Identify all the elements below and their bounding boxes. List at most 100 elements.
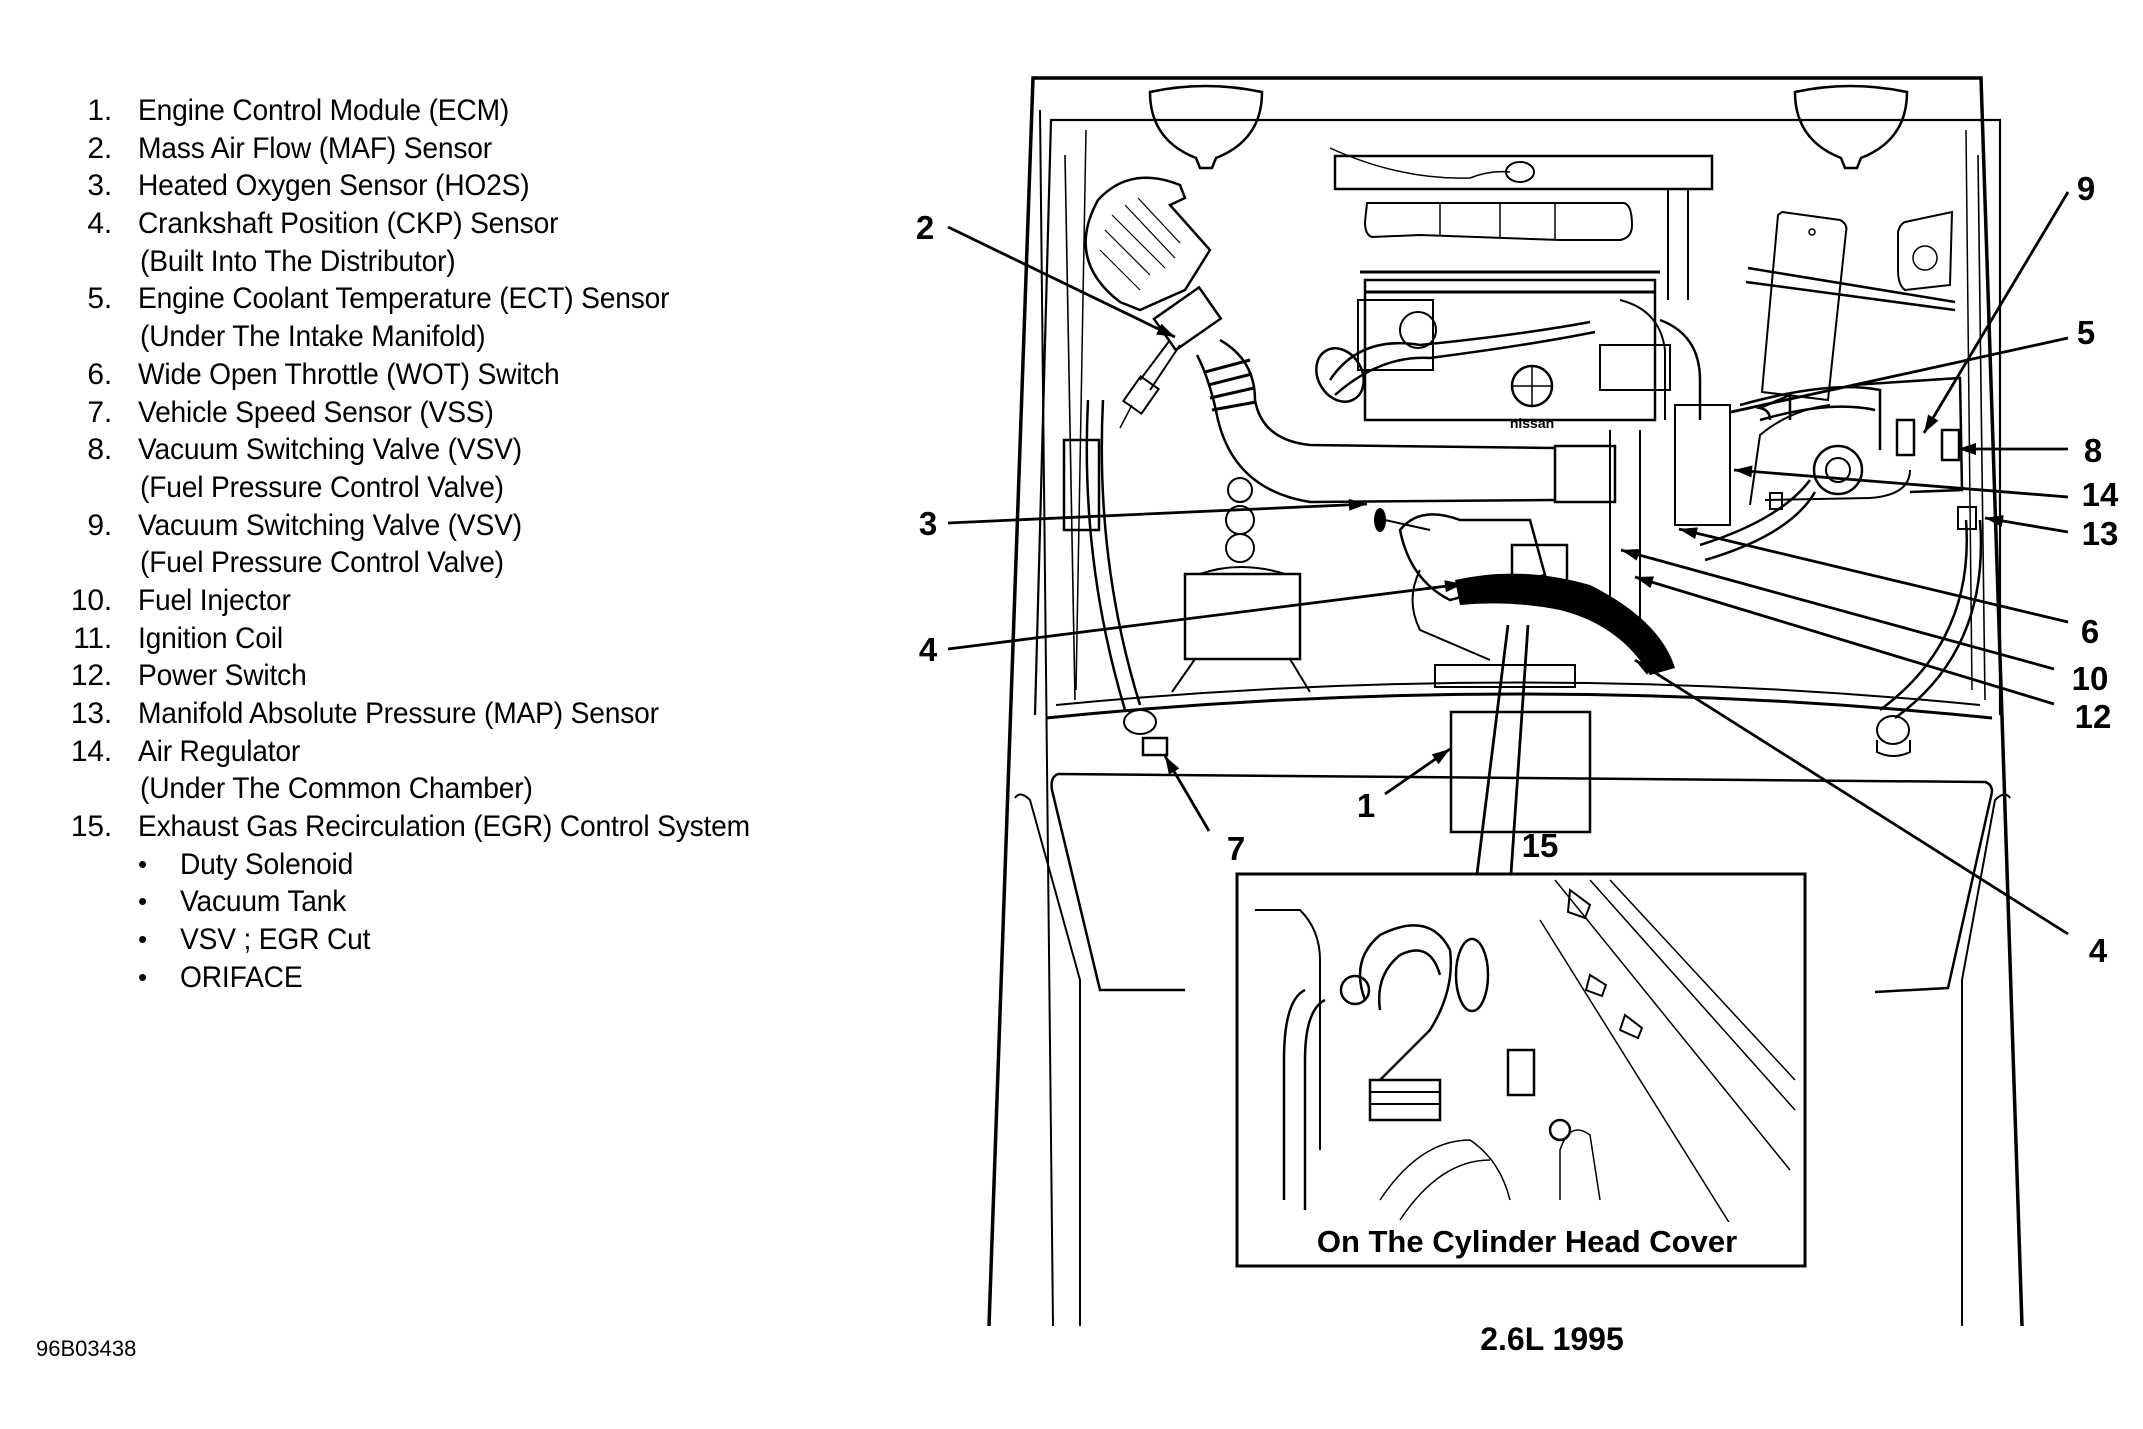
figure-code: 96B03438 [36,1336,137,1361]
legend-item-note-text: (Fuel Pressure Control Valve) [140,470,504,504]
leader-line-c10 [1620,548,2055,671]
legend-item-note-text: (Under The Intake Manifold) [140,320,486,354]
arrowhead-icon [1734,465,1753,478]
legend-item-note: (Under The Common Chamber) [0,770,920,808]
leader-line-c6 [1678,527,2069,624]
legend-item-note: (Under The Intake Manifold) [0,318,920,356]
arrowhead-icon [1621,548,1640,561]
legend-subitem-label: VSV ; EGR Cut [180,923,371,957]
fuse-box [1745,210,1956,402]
legend-item-number: 14. [70,734,112,768]
legend-item: 4. Crankshaft Position (CKP) Sensor [0,205,920,243]
legend-item: 9.Vacuum Switching Valve (VSV) [0,507,920,545]
legend-item-number: 11. [73,621,112,655]
legend-item-number: 1. [87,94,112,127]
legend-subitem-label: Duty Solenoid [180,847,354,881]
legend-item-label: Mass Air Flow (MAF) Sensor [138,131,492,165]
fender-hose-left [1062,399,1142,711]
legend-item: 5. Engine Coolant Temperature (ECT) Senso… [0,280,920,318]
legend-item-label: Vacuum Switching Valve (VSV) [138,433,522,467]
distributor-area [1374,508,1675,688]
leader-line-c5 [1730,336,2069,414]
legend-subitem: • Vacuum Tank [0,883,920,921]
callout-label-c14: 14 [2082,476,2119,513]
callout-label-c10: 10 [2072,660,2109,697]
legend-item-label: Vacuum Switching Valve (VSV) [138,508,522,542]
callout-label-c5: 5 [2077,314,2095,351]
bullet-icon: • [138,848,147,879]
legend-subitem: •VSV ; EGR Cut [0,921,920,959]
legend-item: 6.Wide Open Throttle (WOT) Switch [0,356,920,394]
callout-label-c4r: 4 [2089,932,2108,969]
legend-subitem-label: ORIFACE [180,960,303,994]
legend-item-note: (Fuel Pressure Control Valve) [0,544,920,582]
callout-label-c12: 12 [2075,698,2112,735]
legend-item-label: Fuel Injector [138,583,291,617]
legend-item-number: 2. [87,131,112,165]
legend-item-number: 5. [87,282,112,316]
vss-box [1141,736,1169,757]
arrowhead-icon [1444,580,1463,593]
bullet-icon: • [138,886,147,917]
legend-item-label: Vehicle Speed Sensor (VSS) [138,395,494,429]
legend-item-label: Manifold Absolute Pressure (MAP) Sensor [138,697,659,730]
bullet-icon: • [138,961,147,992]
leader-line-c4l [947,582,1464,651]
legend-item: 13. Manifold Absolute Pressure (MAP) Sens… [0,695,920,733]
radiator-support [1329,147,1714,300]
legend-subitem: • Duty Solenoid [0,846,920,884]
callout-label-c4l: 4 [919,631,938,668]
inset-cylinder-head-cover: On The Cylinder Head Cover [1235,872,1807,1268]
arrowhead-icon [1165,756,1180,775]
hood-edge [1045,681,1993,757]
headlamp-right [1793,84,1909,170]
callout-label-c15: 15 [1522,827,1559,864]
legend-item-label: Crankshaft Position (CKP) Sensor [138,207,559,241]
legend-item-label: Engine Coolant Temperature (ECT) Sensor [138,282,670,316]
arrowhead-icon [1635,576,1654,588]
legend-subitem: • ORIFACE [0,959,920,997]
legend-item: 1. Engine Control Module (ECM) [0,92,920,130]
cowl-outline [1014,772,2011,1326]
leader-line-c4r [1634,658,2069,936]
vehicle-body-outline [987,76,2024,1327]
legend-item: 7.Vehicle Speed Sensor (VSS) [0,394,920,432]
legend-item-note: (Fuel Pressure Control Valve) [0,469,920,507]
leader-line-c15 [1475,624,1530,875]
arrowhead-icon [1924,414,1939,433]
callout-label-c2: 2 [916,209,934,246]
legend-item-number: 8. [87,433,112,467]
arrowhead-icon [1156,323,1175,337]
legend-item-label: Ignition Coil [138,621,283,655]
callout-label-c6: 6 [2081,613,2099,650]
legend-item: 11. Ignition Coil [0,620,920,658]
legend-item-note-text: (Fuel Pressure Control Valve) [140,546,504,580]
leader-line-c2 [947,225,1176,339]
legend-item: 8. Vacuum Switching Valve (VSV) [0,431,920,469]
legend-item-number: 13. [70,697,112,730]
battery [1171,477,1311,693]
engine-title: 2.6L 1995 [1480,1321,1624,1357]
legend-item-number: 12. [70,659,112,693]
legend-item-label: Air Regulator [138,734,301,768]
leader-line-c12 [1634,575,2055,706]
fender-hose-right [1879,506,1983,720]
legend-item-number: 4. [87,207,112,241]
callout-label-c13: 13 [2082,515,2119,552]
callout-label-c7: 7 [1227,830,1245,867]
legend-item-label: Power Switch [138,659,307,693]
headlamp-left [1148,84,1264,170]
legend-item-number: 3. [87,169,112,203]
legend-item-label: Engine Control Module (ECM) [138,94,510,127]
legend-item: 3.Heated Oxygen Sensor (HO2S) [0,167,920,205]
leader-line-c3 [947,502,1368,525]
legend-item-note: (Built Into The Distributor) [0,243,920,281]
arrowhead-icon [1985,515,2004,527]
legend-item-label: Wide Open Throttle (WOT) Switch [138,357,560,391]
engine-badge: nissan [1510,415,1554,431]
leader-line-c9 [1922,191,2070,434]
inset-caption: On The Cylinder Head Cover [1317,1224,1737,1259]
legend-subitem-label: Vacuum Tank [180,885,347,919]
legend-item: 10.Fuel Injector [0,582,920,620]
